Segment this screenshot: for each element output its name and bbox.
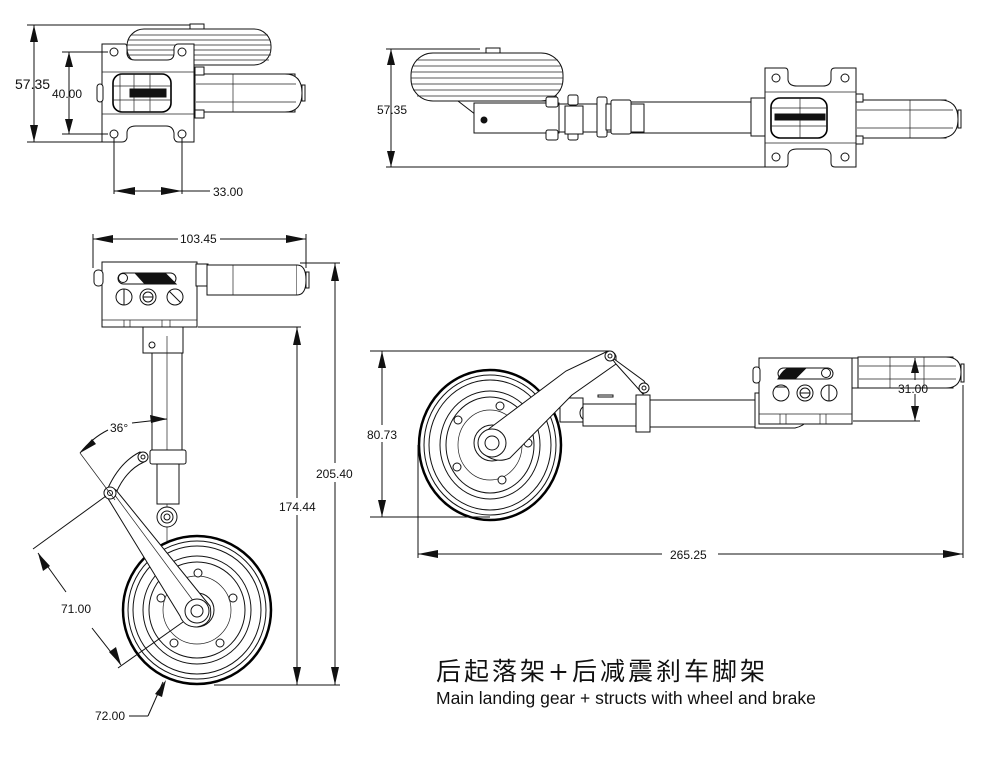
dim-label-80-73: 80.73 (367, 428, 397, 442)
dimension-31-00 (853, 358, 920, 422)
extended-gear-top-view: 57.35 (377, 47, 962, 168)
dimension-205-40 (214, 262, 340, 686)
dim-label-174-44: 174.44 (279, 500, 316, 514)
dimension-33-00 (113, 138, 210, 195)
dim-label-71-00: 71.00 (61, 602, 91, 616)
dim-label-57-35: 57.35 (15, 76, 50, 92)
dimension-80-73 (370, 350, 610, 518)
dimension-265-25 (417, 385, 964, 558)
gear-front-view: 103.45 205.40 174.44 36° (32, 232, 353, 723)
actuator-cylinder (855, 93, 962, 145)
caption-english: Main landing gear + structs with wheel a… (436, 688, 816, 708)
mount-plate (96, 43, 195, 143)
dim-label-31-00: 31.00 (898, 382, 928, 396)
dimension-174-44 (198, 326, 301, 685)
dimension-57-35 (27, 24, 190, 143)
dim-label-36-deg: 36° (110, 421, 128, 435)
dim-label-265-25: 265.25 (670, 548, 707, 562)
caption-chinese: 后起落架+后减震刹车脚架 (436, 657, 768, 686)
wheel-tread (126, 23, 272, 66)
dim-label-205-40: 205.40 (316, 467, 353, 481)
gear-side-view: 80.73 265.25 31.00 (367, 350, 965, 562)
worm-screw (129, 88, 167, 98)
dim-label-57-35-right: 57.35 (377, 103, 407, 117)
dim-label-72-00: 72.00 (95, 709, 125, 723)
dimension-72-00 (129, 680, 166, 717)
actuator-cylinder (194, 66, 306, 119)
dimension-57-35 (386, 48, 765, 168)
dimension-103-45 (92, 234, 307, 268)
dim-label-103-45: 103.45 (180, 232, 217, 246)
dimension-71-00 (32, 495, 184, 669)
dim-label-33-00: 33.00 (213, 185, 243, 199)
wheel-tread (410, 47, 564, 102)
dimension-36-deg (79, 415, 168, 501)
dimension-40-00 (62, 51, 108, 135)
dim-label-40-00: 40.00 (52, 87, 82, 101)
retract-unit-top-view: 57.35 40.00 33.00 (15, 23, 306, 199)
